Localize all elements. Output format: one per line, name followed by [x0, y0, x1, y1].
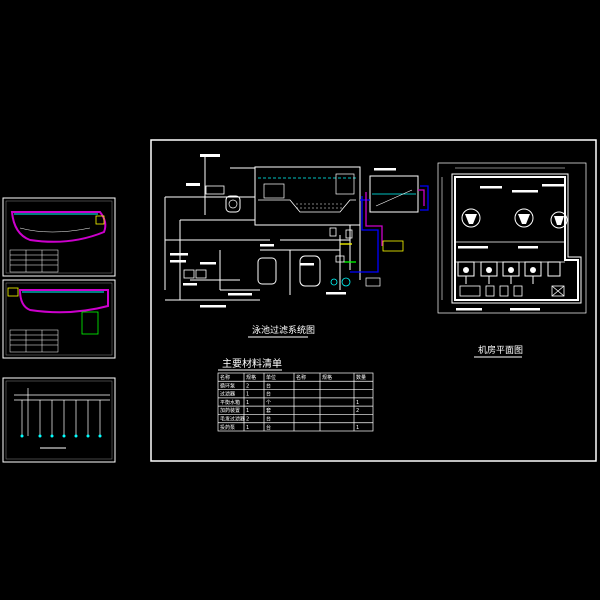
material-table-cell: 1 — [246, 400, 249, 406]
material-table-cell: 个 — [266, 400, 271, 406]
left-panel-top — [2, 197, 116, 277]
material-table-cell: 过滤器 — [220, 391, 235, 398]
material-table-cell: 套 — [266, 407, 271, 414]
material-table-cell: 规格 — [322, 374, 332, 381]
material-table-cell: 规格 — [246, 374, 256, 381]
left-panel-bottom — [2, 377, 116, 463]
material-table-cell: 投药泵 — [220, 424, 235, 431]
material-table-cell: 1 — [356, 400, 359, 406]
material-table-cell: 台 — [266, 382, 271, 389]
material-table-cell: 单位 — [266, 374, 276, 381]
material-table-cell: 1 — [356, 425, 359, 431]
material-table-cell: 1 — [246, 425, 249, 431]
material-table-cell: 毛发过滤器 — [220, 416, 245, 423]
filter-diagram-title: 泳池过滤系统图 — [252, 324, 315, 336]
material-table-cell: 名称 — [220, 374, 230, 381]
material-table-cell: 循环泵 — [220, 382, 235, 389]
material-table-cell: 加药装置 — [220, 407, 240, 414]
material-list-title: 主要材料清单 — [222, 357, 282, 370]
material-table-cell: 2 — [356, 408, 359, 414]
material-table-cell: 平衡水箱 — [220, 399, 240, 406]
material-table-cell: 台 — [266, 424, 271, 431]
material-table-cell: 名称 — [296, 374, 306, 381]
material-table-cell: 1 — [246, 408, 249, 414]
material-table-cell: 台 — [266, 391, 271, 398]
material-table-cell: 2 — [246, 417, 249, 423]
material-table-cell: 数量 — [356, 374, 366, 381]
left-panel-middle — [2, 279, 116, 359]
material-table-cell: 1 — [246, 392, 249, 398]
main-frame — [150, 139, 597, 462]
filter-system-diagram: 泳池过滤系统图 — [164, 154, 429, 338]
material-table-cell: 台 — [266, 416, 271, 423]
machine-room-title: 机房平面图 — [478, 344, 523, 356]
material-table-cell: 2 — [246, 383, 249, 389]
machine-room-plan: 机房平面图 — [437, 162, 587, 358]
